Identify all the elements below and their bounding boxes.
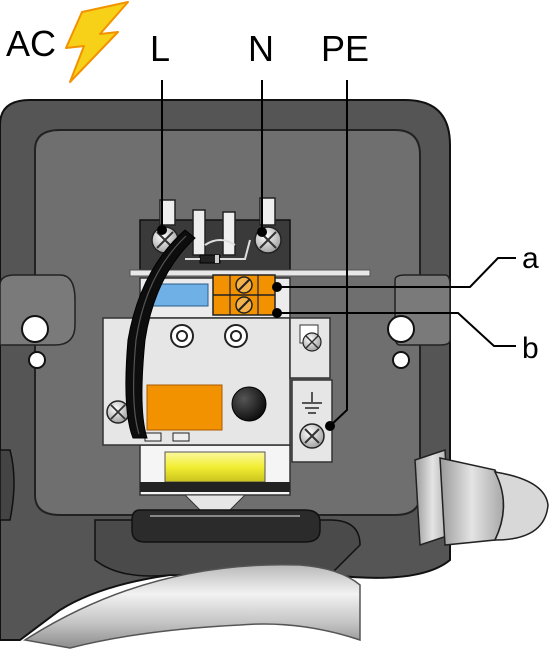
label-callout-a: a xyxy=(522,242,539,275)
lead-dot-b xyxy=(272,308,282,318)
base-clamp xyxy=(131,509,321,543)
adjust-nut-2 xyxy=(224,324,248,348)
screw-slot-side xyxy=(305,335,319,349)
pe-terminal xyxy=(291,379,333,463)
lead-dot-n xyxy=(257,227,267,237)
reset-button xyxy=(231,386,267,422)
supply-cable xyxy=(22,563,361,649)
bottom-tab-1 xyxy=(144,432,162,442)
adjust-nut-2-inner xyxy=(230,330,242,342)
rating-label xyxy=(146,384,223,431)
lead-line-b xyxy=(277,312,516,347)
black-wire-highlight xyxy=(133,235,187,435)
terminal-tab-3 xyxy=(222,211,236,256)
base-rail xyxy=(140,482,290,492)
diode-lead xyxy=(185,239,251,260)
adjust-nut-1 xyxy=(170,324,194,348)
label-ac: AC xyxy=(6,23,56,64)
auxiliary-terminal xyxy=(212,274,276,316)
mount-hole-left xyxy=(21,315,49,343)
label-protective-earth: PE xyxy=(321,28,369,69)
lead-line-pe xyxy=(329,80,348,427)
side-stub-left xyxy=(0,449,15,521)
terminal-tab-l xyxy=(159,199,176,226)
lead-dot-l xyxy=(157,225,167,235)
gland-cable xyxy=(493,471,549,541)
lead-dot-pe xyxy=(325,421,335,431)
contactor-base xyxy=(131,444,321,543)
cable-gland xyxy=(414,448,549,547)
lead-dot-a xyxy=(272,282,282,292)
label-neutral: N xyxy=(248,28,274,69)
screw-slot-a xyxy=(237,278,251,292)
adjust-nut-1-inner xyxy=(176,330,188,342)
bridge-wire xyxy=(204,239,236,246)
gland-nut xyxy=(439,457,505,546)
screw-slot-b xyxy=(237,298,251,312)
bottom-tab-2 xyxy=(172,432,190,442)
label-live: L xyxy=(150,28,170,69)
lead-lines xyxy=(157,80,516,431)
lead-line-a xyxy=(277,257,516,288)
screw-slot-bl xyxy=(110,404,126,420)
mounting-ear-left xyxy=(0,274,76,346)
ground-symbol-icon xyxy=(302,392,322,414)
mount-hole-left-small xyxy=(28,351,46,369)
terminal-tab-2 xyxy=(192,209,206,256)
lightning-bolt-icon xyxy=(65,1,129,83)
terminal-tab-n xyxy=(259,197,276,226)
screw-slot-pe xyxy=(304,428,320,444)
mount-hole-right-small xyxy=(392,351,410,369)
black-wire-outer xyxy=(125,229,196,439)
label-callout-b: b xyxy=(522,332,539,365)
mount-hole-right xyxy=(387,315,415,343)
diode-band xyxy=(215,255,219,263)
coil xyxy=(164,451,266,483)
